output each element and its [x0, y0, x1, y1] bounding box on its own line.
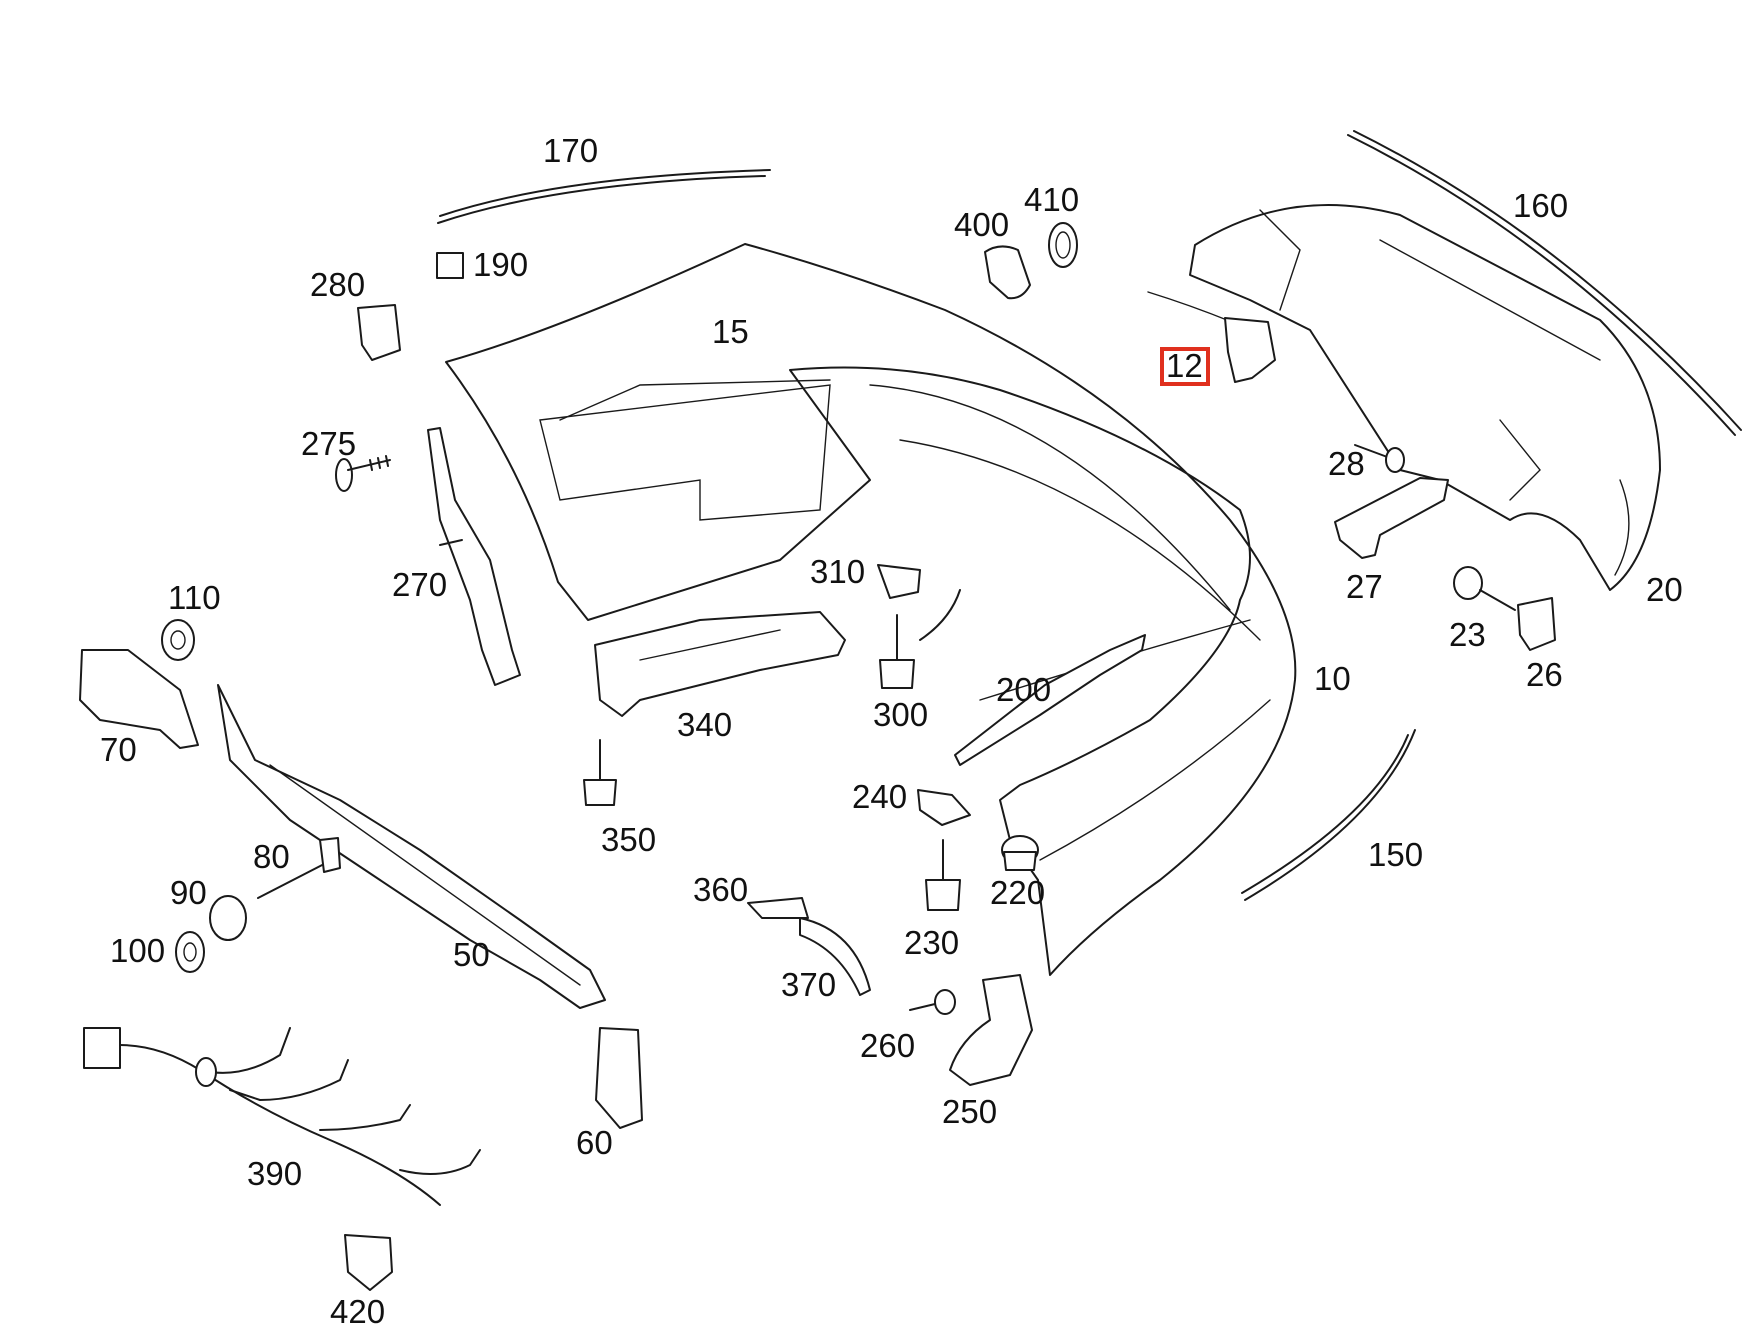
part-250-cover[interactable] — [949, 974, 1033, 1086]
label-28: 28 — [1328, 445, 1365, 482]
label-150: 150 — [1368, 836, 1423, 873]
part-100-nut[interactable] — [175, 931, 205, 973]
part-170-trim-strip[interactable] — [437, 169, 771, 224]
label-50: 50 — [453, 936, 490, 973]
part-310-clip[interactable] — [877, 564, 921, 599]
part-labels: 170 190 280 15 400 410 160 12 275 28 270… — [100, 132, 1683, 1330]
label-90: 90 — [170, 874, 207, 911]
part-280-holder[interactable] — [357, 304, 401, 361]
part-110-nut[interactable] — [161, 619, 195, 661]
part-240-nut[interactable] — [917, 789, 971, 826]
label-190: 190 — [473, 246, 528, 283]
label-160: 160 — [1513, 187, 1568, 224]
part-400-parking-sensor[interactable] — [984, 245, 1031, 300]
label-400: 400 — [954, 206, 1009, 243]
part-220-grommet[interactable] — [1001, 835, 1039, 871]
part-360-cover[interactable] — [747, 897, 809, 919]
part-340-insert[interactable] — [594, 611, 846, 717]
part-300-screw[interactable] — [879, 589, 961, 689]
label-310: 310 — [810, 553, 865, 590]
label-250: 250 — [942, 1093, 997, 1130]
label-23: 23 — [1449, 616, 1486, 653]
part-15-inner-panel[interactable] — [559, 379, 831, 421]
label-27: 27 — [1346, 568, 1383, 605]
part-27-bracket[interactable] — [1334, 477, 1449, 559]
part-230-screw[interactable] — [925, 839, 961, 911]
label-20: 20 — [1646, 571, 1683, 608]
part-275-push-pin[interactable] — [335, 455, 391, 492]
label-275: 275 — [301, 425, 356, 462]
part-270-side-bracket[interactable] — [427, 427, 521, 686]
label-170: 170 — [543, 132, 598, 169]
label-100: 100 — [110, 932, 165, 969]
part-80-bolt[interactable] — [257, 837, 341, 899]
label-340: 340 — [677, 706, 732, 743]
part-260-pin[interactable] — [909, 989, 956, 1015]
label-200: 200 — [996, 671, 1051, 708]
label-390: 390 — [247, 1155, 302, 1192]
label-70: 70 — [100, 731, 137, 768]
label-360: 360 — [693, 871, 748, 908]
part-410-ring[interactable] — [1048, 222, 1078, 268]
part-200-strip[interactable] — [954, 634, 1146, 766]
label-26: 26 — [1526, 656, 1563, 693]
part-90-washer[interactable] — [209, 895, 247, 941]
part-20-diffuser[interactable] — [1189, 204, 1661, 591]
label-80: 80 — [253, 838, 290, 875]
part-160-trim-strip[interactable] — [1347, 130, 1742, 436]
label-15: 15 — [712, 313, 749, 350]
part-390-wiring-harness[interactable] — [83, 1027, 481, 1206]
label-420: 420 — [330, 1293, 385, 1330]
part-350-screw[interactable] — [583, 739, 617, 806]
label-410: 410 — [1024, 181, 1079, 218]
label-12: 12 — [1166, 347, 1203, 384]
highlight-box-12 — [1160, 347, 1210, 386]
label-350: 350 — [601, 821, 656, 858]
label-110: 110 — [168, 579, 221, 616]
part-60-bracket[interactable] — [595, 1027, 643, 1129]
part-10-bumper-cover[interactable] — [445, 243, 1297, 976]
label-220: 220 — [990, 874, 1045, 911]
part-50-impact-absorber[interactable] — [217, 684, 606, 1009]
part-420-clip[interactable] — [344, 1234, 393, 1291]
label-260: 260 — [860, 1027, 915, 1064]
part-70-side-bracket[interactable] — [79, 649, 199, 749]
label-60: 60 — [576, 1124, 613, 1161]
part-28-screw[interactable] — [1354, 444, 1405, 473]
part-12-bracket[interactable] — [1147, 291, 1276, 383]
label-370: 370 — [781, 966, 836, 1003]
part-23-screw[interactable] — [1453, 566, 1516, 611]
label-280: 280 — [310, 266, 365, 303]
label-300: 300 — [873, 696, 928, 733]
part-150-strip[interactable] — [1241, 729, 1416, 901]
label-240: 240 — [852, 778, 907, 815]
part-190-clip[interactable] — [436, 252, 464, 279]
label-10: 10 — [1314, 660, 1351, 697]
label-230: 230 — [904, 924, 959, 961]
part-26-clip[interactable] — [1517, 597, 1556, 651]
part-370-trim[interactable] — [799, 917, 871, 996]
label-270: 270 — [392, 566, 447, 603]
